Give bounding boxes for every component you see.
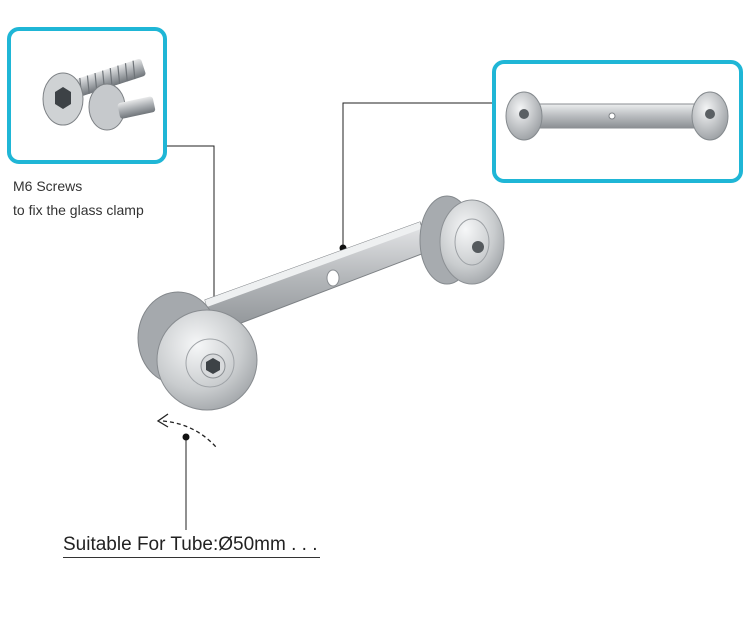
screws-caption-line2: to fix the glass clamp [13, 202, 144, 218]
leader-line-screws [167, 145, 215, 362]
leader-line-arm [342, 102, 492, 248]
clamp-arm-icon [137, 195, 505, 411]
clamp-arm-topview-icon [505, 91, 729, 141]
arm-callout [492, 60, 743, 183]
tube-size-label: Suitable For Tube:Ø50mm . . . [63, 533, 320, 558]
hex-socket-icon [200, 353, 226, 379]
rotation-arrow-icon [156, 413, 217, 448]
screws-callout [7, 27, 167, 164]
leader-dot-tube [182, 433, 190, 441]
screws-caption-line1: M6 Screws [13, 178, 83, 194]
screw-icon [42, 58, 156, 131]
